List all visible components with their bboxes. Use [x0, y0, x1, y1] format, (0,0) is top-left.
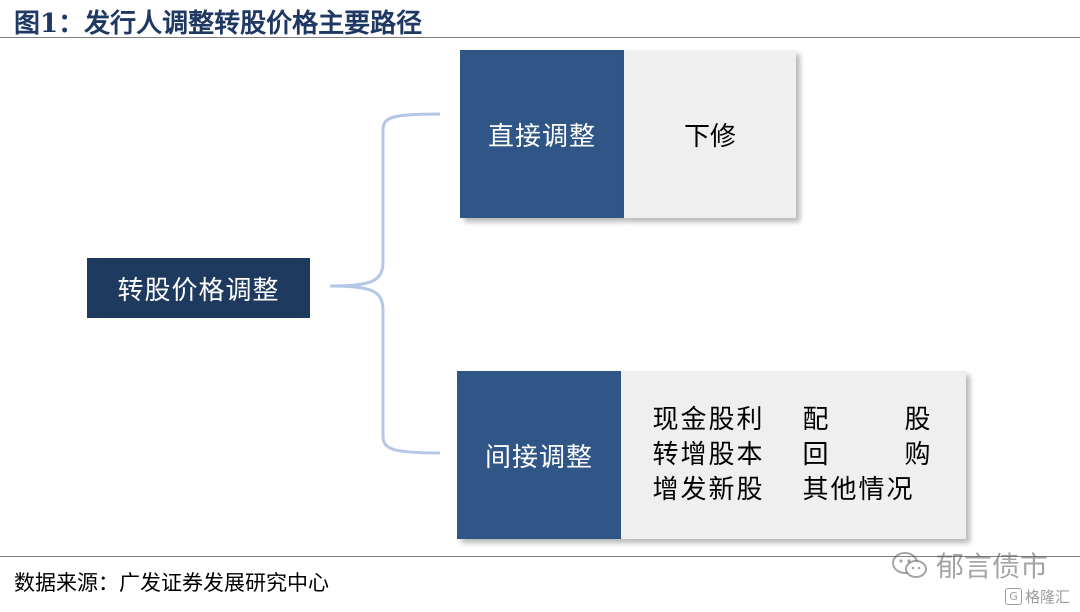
watermark-text: 郁言债市 [936, 550, 1049, 583]
method-buyback: 回 购 [803, 439, 931, 472]
watermark-sub: G 格隆汇 [1005, 586, 1070, 607]
detail-direct-adjustment: 下修 [624, 50, 796, 218]
root-node: 转股价格调整 [87, 258, 310, 318]
top-divider [0, 37, 1080, 38]
watermark-sub-text: 格隆汇 [1025, 588, 1071, 606]
figure-title: 图1：发行人调整转股价格主要路径 [14, 9, 423, 39]
category-indirect-adjustment: 间接调整 [457, 371, 621, 539]
method-cash-dividend: 现金股利 [652, 404, 765, 435]
bottom-divider [0, 556, 1080, 557]
method-rights-issue-char1: 配 [802, 404, 829, 435]
watermark: 郁言债市 [890, 545, 1048, 585]
method-capital-conversion: 转增股本 [652, 439, 765, 470]
method-buyback-char1: 回 [802, 439, 829, 470]
gelonghui-logo-icon: G [1005, 588, 1022, 605]
source-note: 数据来源：广发证券发展研究中心 [14, 571, 329, 595]
method-buyback-char2: 购 [904, 439, 931, 470]
method-rights-issue-char2: 股 [904, 404, 931, 435]
wechat-icon [892, 552, 927, 578]
method-other: 其他情况 [802, 474, 915, 505]
method-rights-issue: 配 股 [803, 404, 931, 437]
category-direct-adjustment: 直接调整 [460, 50, 624, 218]
detail-indirect-adjustment: 现金股利 配 股 转增股本 回 购 增发新股 其他情况 [621, 371, 966, 539]
method-new-share-issue: 增发新股 [652, 474, 765, 505]
indirect-methods-grid: 现金股利 配 股 转增股本 回 购 增发新股 其他情况 [653, 404, 931, 507]
